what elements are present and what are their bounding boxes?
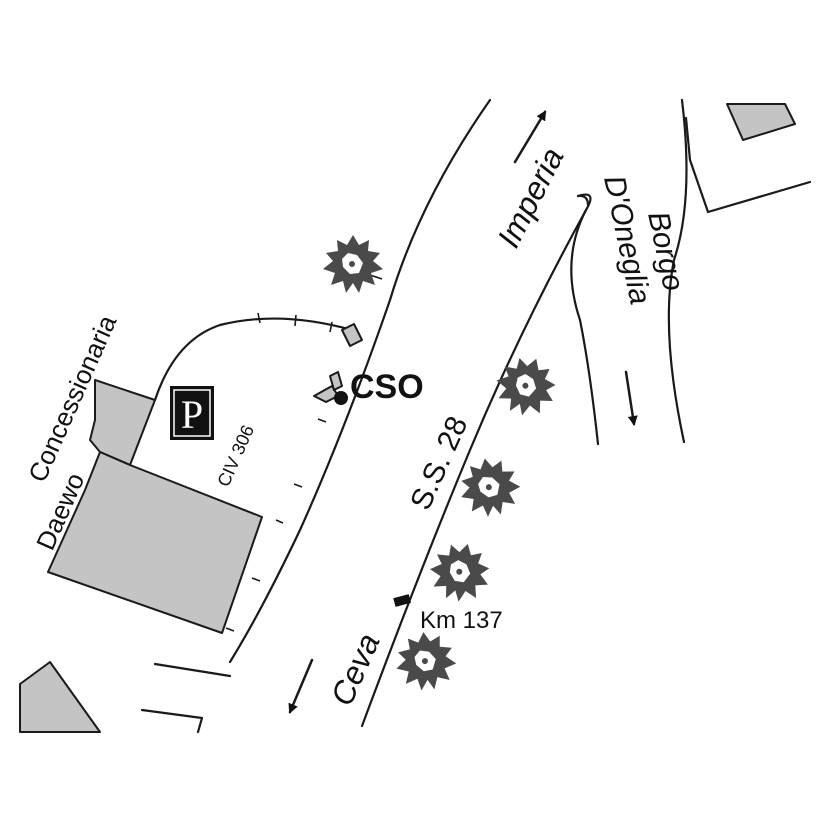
borgo-road-left [570, 193, 600, 446]
borgo-road-outer [667, 98, 688, 444]
arrow-to-borgo-doneglia-icon [624, 370, 638, 426]
tree-icon [323, 235, 383, 293]
dealer-building-main [47, 451, 263, 634]
access-road [153, 317, 354, 402]
property-ticks [225, 274, 383, 632]
kiosk-north [341, 323, 363, 347]
building-top-right [726, 103, 796, 141]
location-dot-icon [334, 391, 348, 405]
arrow-to-imperia-icon [513, 110, 547, 164]
kiosk-sign [329, 371, 343, 391]
tree-icon [488, 348, 565, 424]
label-civ: CIV 306 [213, 422, 258, 490]
label-km: Km 137 [420, 607, 503, 634]
arrow-to-ceva-icon [288, 658, 314, 714]
tree-icon [393, 629, 459, 693]
side-road-a [153, 662, 232, 678]
tree-icon [423, 536, 497, 608]
parking-sign-icon: P [170, 386, 214, 440]
parking-label: P [181, 392, 203, 437]
building-bottom-left [19, 661, 101, 733]
borgo-road-inner [684, 116, 812, 214]
ss28-road-top-join [576, 194, 590, 207]
ss28-road-west [228, 98, 492, 664]
label-imperia: Imperia [490, 142, 571, 253]
ss28-road-east [360, 208, 588, 728]
side-road-b [140, 708, 204, 734]
km-marker [393, 594, 412, 607]
label-ceva: Ceva [324, 628, 387, 711]
label-cso: CSO [350, 368, 424, 406]
